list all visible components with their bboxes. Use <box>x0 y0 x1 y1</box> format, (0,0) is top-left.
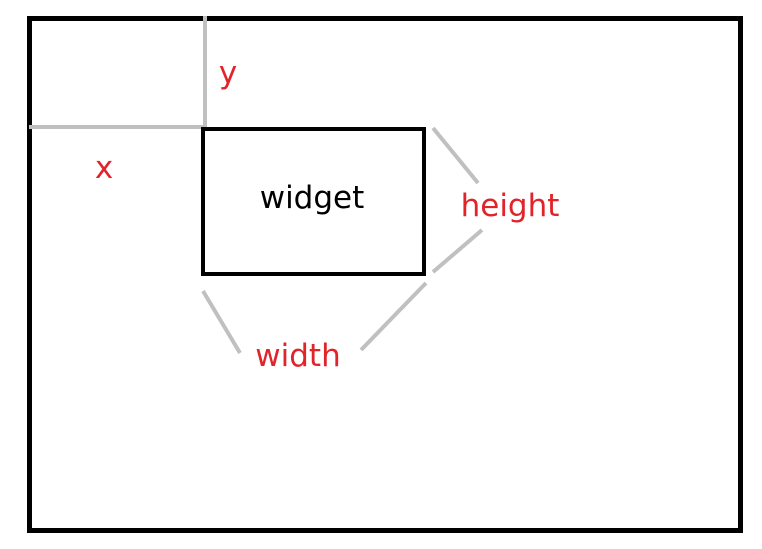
widget-box <box>201 127 426 276</box>
widget-label: widget <box>260 180 365 216</box>
width-guide-right <box>359 281 428 352</box>
y-label: y <box>219 55 237 91</box>
x-label: x <box>95 150 113 186</box>
width-label: width <box>255 338 340 374</box>
height-guide-bottom <box>431 228 484 274</box>
container-frame <box>27 16 743 533</box>
width-guide-left <box>201 289 242 355</box>
height-label: height <box>461 188 560 224</box>
height-guide-top <box>431 126 480 185</box>
